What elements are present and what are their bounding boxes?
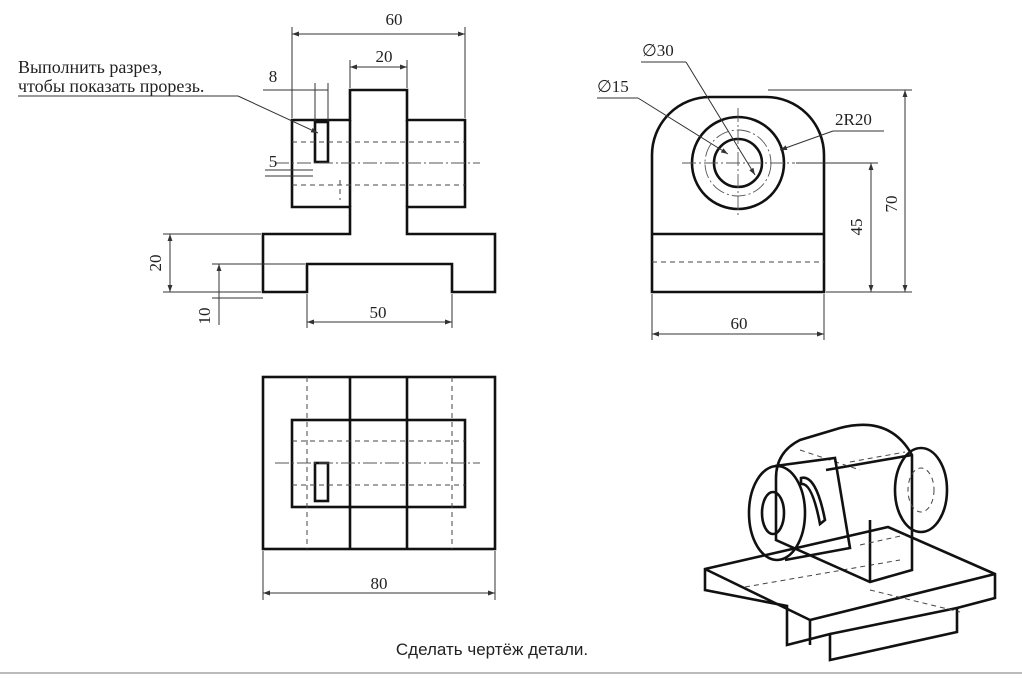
dim-front-slot-width: 8 bbox=[269, 67, 278, 86]
dim-side-inner-diameter: ∅15 bbox=[597, 77, 629, 96]
dim-front-boss-width: 20 bbox=[376, 47, 393, 66]
top-base-outline bbox=[261, 375, 497, 551]
dim-side-radius: 2R20 bbox=[835, 110, 872, 129]
isometric-view bbox=[703, 423, 997, 662]
iso-base-front-top bbox=[704, 567, 811, 622]
iso-boss-top-edge bbox=[825, 453, 913, 472]
dim-side-center-height: 45 bbox=[847, 219, 866, 236]
iso-boss-hidden bbox=[799, 449, 861, 471]
dim-front-base-height: 20 bbox=[146, 255, 165, 272]
dim-side-width: 60 bbox=[731, 314, 748, 333]
dim-front-recess-height: 10 bbox=[195, 308, 214, 325]
iso-front-cylinder-body bbox=[774, 456, 852, 562]
top-cylinder-outline bbox=[290, 418, 467, 509]
section-note: Выполнить разрез, чтобы показать прорезь… bbox=[18, 57, 319, 134]
caption: Сделать чертёж детали. bbox=[396, 640, 588, 659]
top-slot bbox=[313, 461, 330, 503]
dim-top-length: 80 bbox=[371, 574, 388, 593]
iso-front-bore bbox=[760, 490, 786, 536]
iso-back-bore-hidden bbox=[907, 467, 935, 513]
iso-front-cylinder-face bbox=[747, 464, 807, 562]
iso-recess-edge bbox=[829, 606, 958, 636]
iso-slot bbox=[799, 476, 827, 527]
dim-front-slot-height: 5 bbox=[269, 152, 278, 171]
iso-cyl-hidden-top bbox=[849, 451, 906, 463]
iso-base-hidden-2 bbox=[869, 589, 961, 613]
front-view-outline bbox=[261, 88, 497, 294]
iso-base-hidden-1 bbox=[744, 559, 901, 588]
note-line-2: чтобы показать прорезь. bbox=[18, 76, 204, 96]
top-view: 80 bbox=[261, 375, 497, 600]
front-view: 60 20 8 5 20 10 50 bbox=[146, 10, 497, 328]
iso-cyl-hidden-bottom bbox=[859, 534, 906, 546]
note-leader bbox=[237, 95, 319, 134]
note-line-1: Выполнить разрез, bbox=[18, 57, 162, 77]
iso-back-cylinder bbox=[893, 446, 949, 534]
dim-side-outer-diameter: ∅30 bbox=[642, 41, 674, 60]
dim-front-recess-width: 50 bbox=[370, 303, 387, 322]
dim-side-total-height: 70 bbox=[882, 196, 901, 213]
dim-front-overall-width: 60 bbox=[386, 10, 403, 29]
iso-base-right-top bbox=[809, 572, 996, 622]
side-view: ∅30 ∅15 2R20 45 70 60 bbox=[597, 41, 912, 340]
